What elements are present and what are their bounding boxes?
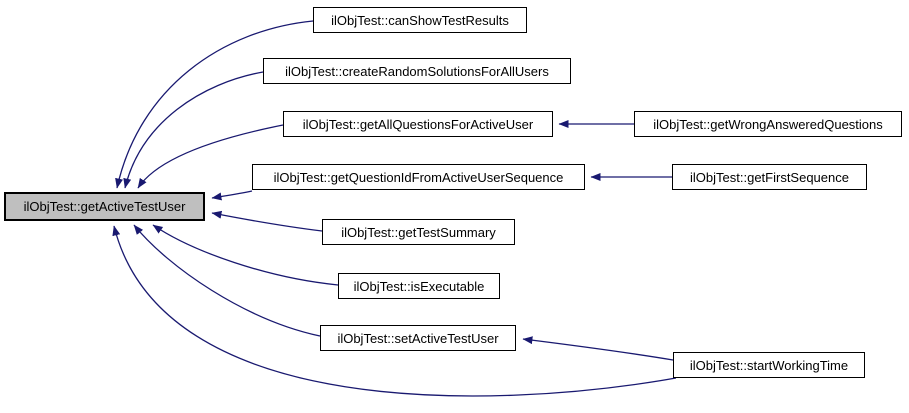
node-getFirstSequence[interactable]: ilObjTest::getFirstSequence [672,164,867,190]
node-startWorkingTime[interactable]: ilObjTest::startWorkingTime [673,352,865,378]
edge-getTestSummary-to-getActiveTestUser [211,210,323,232]
edge-setActiveTestUser-to-getActiveTestUser [133,224,321,337]
node-startWorkingTime-label: ilObjTest::startWorkingTime [689,357,849,373]
node-getQuestionIdFromActiveUserSequence-label: ilObjTest::getQuestionIdFromActiveUserSe… [273,169,564,185]
node-getTestSummary-label: ilObjTest::getTestSummary [341,224,496,240]
node-getFirstSequence-label: ilObjTest::getFirstSequence [690,169,849,185]
edge-startWorkingTime-to-setActiveTestUser [522,336,674,361]
edge-isExecutable-to-getActiveTestUser [152,224,339,286]
node-createRandomSolutionsForAllUsers[interactable]: ilObjTest::createRandomSolutionsForAllUs… [263,58,571,84]
node-getQuestionIdFromActiveUserSequence[interactable]: ilObjTest::getQuestionIdFromActiveUserSe… [252,164,585,190]
node-getWrongAnsweredQuestions[interactable]: ilObjTest::getWrongAnsweredQuestions [634,111,902,137]
node-setActiveTestUser[interactable]: ilObjTest::setActiveTestUser [320,325,516,351]
node-getWrongAnsweredQuestions-label: ilObjTest::getWrongAnsweredQuestions [653,116,883,132]
edge-createRandomSolutionsForAllUsers-to-getActiveTestUser [123,71,264,189]
node-canShowTestResults-label: ilObjTest::canShowTestResults [331,12,509,28]
node-getActiveTestUser: ilObjTest::getActiveTestUser [4,192,205,221]
node-isExecutable-label: ilObjTest::isExecutable [353,278,485,294]
node-canShowTestResults[interactable]: ilObjTest::canShowTestResults [313,7,527,33]
node-setActiveTestUser-label: ilObjTest::setActiveTestUser [337,330,499,346]
edge-getQuestionIdFromActiveUserSequence-to-getActiveTestUser [211,190,253,201]
node-getAllQuestionsForActiveUser[interactable]: ilObjTest::getAllQuestionsForActiveUser [283,111,553,137]
node-createRandomSolutionsForAllUsers-label: ilObjTest::createRandomSolutionsForAllUs… [285,63,549,79]
node-getActiveTestUser-label: ilObjTest::getActiveTestUser [23,199,186,214]
node-isExecutable[interactable]: ilObjTest::isExecutable [338,273,500,299]
edge-startWorkingTime-to-getActiveTestUser [112,225,677,397]
node-getTestSummary[interactable]: ilObjTest::getTestSummary [322,219,515,245]
node-getAllQuestionsForActiveUser-label: ilObjTest::getAllQuestionsForActiveUser [302,116,534,132]
edge-canShowTestResults-to-getActiveTestUser [115,20,314,189]
